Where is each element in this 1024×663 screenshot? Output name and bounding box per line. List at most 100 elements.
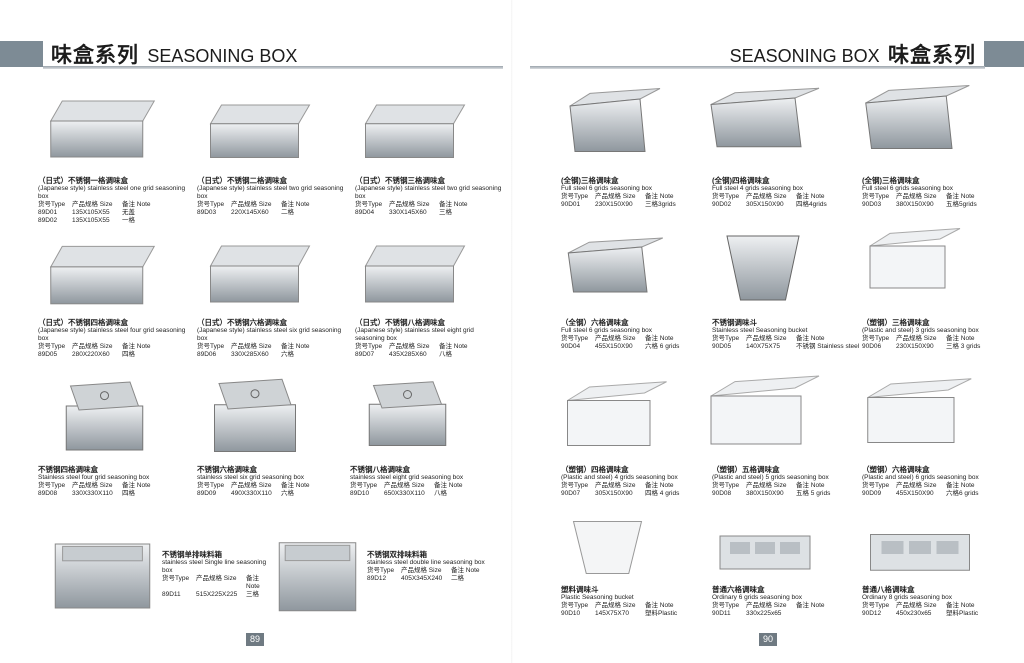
product-caption: （日式）不锈钢一格调味盒 (Japanese style) stainless … (38, 176, 193, 225)
product-name-en: Stainless steel Seasoning bucket (712, 327, 808, 334)
product-image (565, 515, 650, 585)
product-name-cn: 塑料调味斗 (561, 585, 599, 594)
product-name-en: Plastic Seasoning bucket (561, 594, 634, 601)
note: 三格 (439, 209, 452, 216)
note: 四格 (122, 351, 135, 358)
product-caption: （塑钢）五格调味盒 (Plastic and steel) 5 grids se… (712, 465, 860, 498)
header-note: 备注 Note (946, 482, 975, 489)
product-caption: (全钢)三格调味盒 Full steel 6 grids seasoning b… (862, 176, 1012, 209)
header-type: 货号Type (162, 575, 190, 582)
product-name-cn: （全钢）六格调味盒 (561, 318, 629, 327)
note: 八格 (439, 351, 452, 358)
header-note: 备注 Note (796, 602, 825, 609)
type-code: 89D01 (38, 209, 58, 216)
product-name-en: (Plastic and steel) 4 grids seasoning bo… (561, 474, 678, 481)
product-image (205, 90, 315, 170)
page-number-left: 89 (246, 633, 264, 646)
product-name-cn: （塑钢）三格调味盒 (862, 318, 930, 327)
size: 435X285X60 (389, 351, 427, 358)
note: 四格 (122, 490, 135, 497)
product-caption: 不锈钢双排味料箱 stainless steel double line sea… (367, 550, 507, 583)
type-code: 90D05 (712, 343, 732, 350)
product-image (45, 230, 160, 317)
product-name-en: (Plastic and steel) 5 grids seasoning bo… (712, 474, 829, 481)
product-name-cn: （日式）不锈钢四格调味盒 (38, 318, 128, 327)
note: 三格 (246, 591, 259, 598)
header-size: 产品规格 Size (389, 343, 430, 350)
note: 二格 (451, 575, 464, 582)
product-image (205, 230, 315, 315)
product-image (45, 85, 160, 170)
header-type: 货号Type (38, 482, 66, 489)
product-name-cn: （塑钢）四格调味盒 (561, 465, 629, 474)
size: 330X330X110 (72, 490, 113, 497)
header-note: 备注 Note (946, 335, 975, 342)
size: 455X150X90 (595, 343, 633, 350)
title-en: SEASONING BOX (147, 46, 298, 66)
product-caption: （塑钢）六格调味盒 (Plastic and steel) 6 grids se… (862, 465, 1012, 498)
header-note: 备注 Note (122, 343, 151, 350)
product-name-en: (Japanese style) stainless steel four gr… (38, 327, 186, 342)
header-block (0, 41, 43, 67)
header-underline (43, 66, 503, 69)
product-name-en: Full steel 6 grids seasoning box (862, 185, 954, 192)
header-note: 备注 Note (946, 602, 975, 609)
header-note: 备注 Note (946, 193, 975, 200)
size: 230X150X90 (595, 201, 633, 208)
header-type: 货号Type (712, 482, 740, 489)
header-title: 味盒系列 SEASONING BOX (51, 39, 297, 69)
size: 330X285X60 (231, 351, 269, 358)
product-name-en: (Japanese style) stainless steel six gri… (197, 327, 342, 342)
type-code: 89D06 (197, 351, 217, 358)
note: 四格4grids (796, 201, 827, 208)
type-code: 90D09 (862, 490, 882, 497)
product-name-cn: 不锈钢八格调味盒 (350, 465, 410, 474)
header-size: 产品规格 Size (231, 343, 272, 350)
product-caption: （日式）不锈钢二格调味盒 (Japanese style) stainless … (197, 176, 352, 217)
type-code: 90D11 (712, 610, 731, 617)
header-note: 备注 Note (645, 482, 674, 489)
product-caption: 普通八格调味盒 Ordinary 8 grids seasoning box 货… (862, 585, 1012, 618)
title-cn: 味盒系列 (888, 43, 976, 67)
type-code: 89D08 (38, 490, 58, 497)
header-type: 货号Type (862, 602, 890, 609)
product-name-cn: 普通六格调味盒 (712, 585, 765, 594)
size: 135X105X55 (72, 217, 110, 224)
header-note: 备注 Note (281, 201, 310, 208)
type-code: 90D08 (712, 490, 732, 497)
product-caption: 不锈钢六格调味盒 stainless steel six grid season… (197, 465, 347, 498)
header-note: 备注 Note (439, 201, 468, 208)
header-type: 货号Type (561, 335, 589, 342)
header-size: 产品规格 Size (595, 193, 636, 200)
product-name-en: stainless steel Single line seasoning bo… (162, 559, 267, 574)
product-caption: 不锈钢调味斗 Stainless steel Seasoning bucket … (712, 318, 860, 351)
header-type: 货号Type (712, 193, 740, 200)
type-code: 89D11 (162, 591, 181, 598)
product-caption: （日式）不锈钢八格调味盒 (Japanese style) stainless … (355, 318, 505, 359)
note: 二格 (281, 209, 294, 216)
product-image (718, 228, 808, 313)
type-code: 89D05 (38, 351, 58, 358)
product-image (563, 235, 668, 300)
note: 三格3grids (645, 201, 676, 208)
product-image (865, 225, 965, 300)
header-size: 产品规格 Size (401, 567, 442, 574)
product-image (705, 372, 825, 457)
product-name-cn: 不锈钢六格调味盒 (197, 465, 257, 474)
